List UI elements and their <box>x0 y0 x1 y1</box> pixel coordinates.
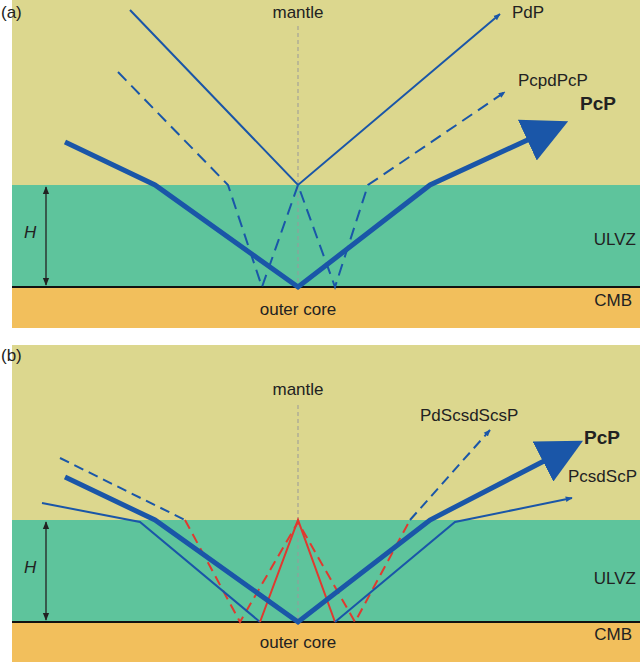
cmb-line <box>12 286 640 288</box>
mantle-band: mantle <box>12 0 640 185</box>
ray-name: PdP <box>512 4 544 23</box>
ray-name: PcsdScP <box>568 468 637 487</box>
ray-name: PcpdPcP <box>518 72 588 91</box>
pdscsdscsp-ray <box>410 430 490 520</box>
thickness-symbol: H <box>24 559 36 578</box>
region-name: ULVZ <box>594 570 636 589</box>
panel-label: (a) <box>1 4 22 23</box>
ulvz-band: ULVZ <box>12 185 640 287</box>
center-line <box>298 26 299 287</box>
ray-name: PdScsdScsP <box>420 407 518 426</box>
thickness-symbol: H <box>24 224 36 243</box>
region-name: ULVZ <box>594 231 636 250</box>
ray-name: PcP <box>584 428 620 449</box>
boundary-name: CMB <box>594 626 632 645</box>
mantle-band <box>12 0 640 185</box>
panel-label: (b) <box>1 347 22 366</box>
thickness-arrow <box>45 187 46 285</box>
region-name: outer core <box>260 634 337 653</box>
mantle-band <box>12 345 640 520</box>
pcsdscp-ray <box>335 498 572 622</box>
ulvz-band: ULVZ <box>12 520 640 622</box>
core-band: outer core <box>12 622 640 662</box>
ulvz-band <box>12 520 640 622</box>
pdp-ray <box>130 10 500 185</box>
ray-name: PcP <box>580 94 616 115</box>
ulvz-band <box>12 185 640 287</box>
pcp-ray <box>65 445 575 622</box>
cmb-line <box>12 621 640 623</box>
core-band <box>12 622 640 662</box>
center-line <box>298 405 299 622</box>
thickness-arrow <box>45 522 46 620</box>
pdscsdscsp-ray <box>185 520 410 622</box>
boundary-name: CMB <box>594 292 632 311</box>
region-name: mantle <box>272 4 323 23</box>
region-name: outer core <box>260 301 337 320</box>
pcp-ray <box>65 125 560 287</box>
region-name: mantle <box>272 381 323 400</box>
core-band: outer core <box>12 287 640 328</box>
mantle-band: mantle <box>12 345 640 520</box>
pcsdscp-ray <box>260 520 335 622</box>
core-band <box>12 287 640 328</box>
